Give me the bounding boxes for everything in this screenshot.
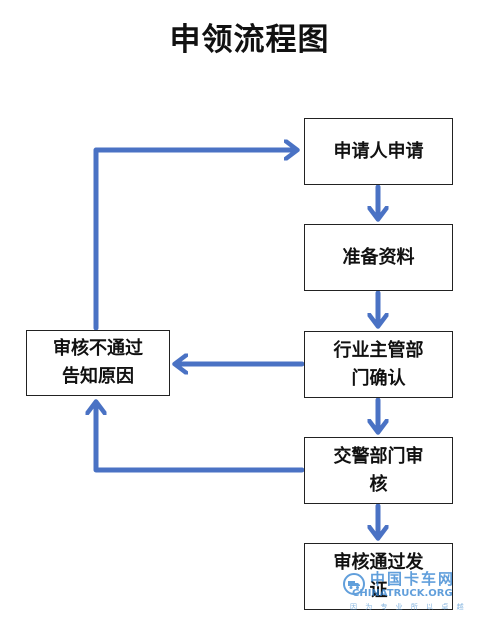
truck-emblem-icon [343, 573, 365, 595]
step-rejected-notify: 审核不通过 告知原因 [26, 330, 170, 396]
step-label-line: 行业主管部 [333, 339, 424, 361]
watermark-brand-cn: 中国卡车网 [370, 570, 456, 588]
page-title: 申领流程图 [169, 22, 330, 58]
step-label-line: 审核通过发 [333, 551, 424, 573]
watermark-logo: 中国卡车网 CHINATRUCK.ORG 因 为 专 业 所 以 卓 越 [340, 566, 490, 618]
step-label-line: 交警部门审 [333, 445, 424, 467]
step-label-line: 申请人申请 [333, 140, 424, 162]
watermark-brand-en: CHINATRUCK.ORG [352, 588, 453, 599]
step-department-confirm: 行业主管部 门确认 [304, 331, 453, 398]
step-label-line: 审核不通过 [53, 338, 143, 359]
step-label-line: 证 [369, 579, 388, 601]
step-approved-issue: 审核通过发 证 [304, 543, 453, 610]
step-label-line: 核 [369, 473, 388, 495]
step-label-line: 准备资料 [342, 246, 415, 268]
step-applicant-apply: 申请人申请 [304, 118, 453, 185]
watermark-tagline: 因 为 专 业 所 以 卓 越 [350, 603, 467, 611]
step-label-line: 门确认 [351, 367, 406, 389]
step-traffic-police-review: 交警部门审 核 [304, 437, 453, 504]
arrow-traffic-to-reject [96, 403, 305, 473]
arrow-reject-to-apply [93, 150, 296, 331]
step-label-line: 告知原因 [62, 366, 134, 387]
step-prepare-documents: 准备资料 [304, 224, 453, 291]
